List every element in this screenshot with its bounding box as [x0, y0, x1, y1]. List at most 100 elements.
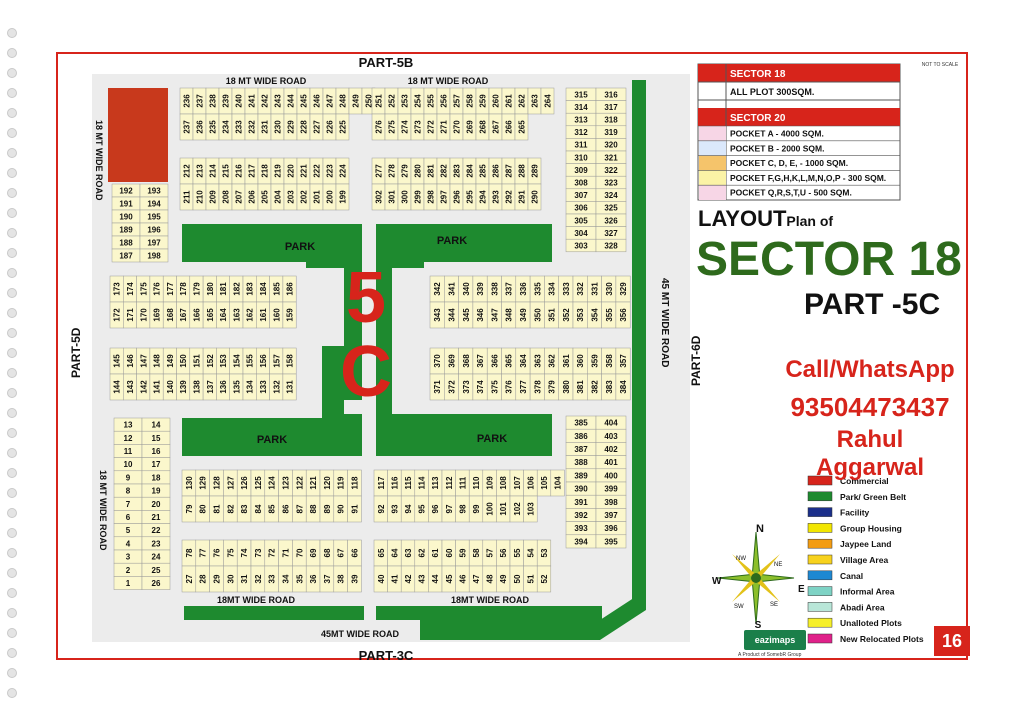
plot: 161: [256, 301, 270, 329]
plot-number: 241: [248, 94, 257, 108]
plot-number: 160: [272, 308, 281, 322]
plot-number: 104: [554, 476, 563, 490]
commercial-block: [108, 88, 168, 182]
plot: 9: [113, 470, 143, 485]
plot: 69: [305, 539, 321, 567]
plot-number: 208: [222, 190, 231, 204]
plot: 91: [347, 495, 362, 523]
plot: 295: [462, 183, 477, 211]
plot-number: 81: [213, 504, 222, 513]
plot-number: 395: [604, 537, 618, 546]
plot: 32: [250, 565, 266, 593]
plot-number: 254: [414, 94, 423, 108]
plot-number: 186: [286, 282, 295, 296]
compass-nw: NW: [736, 556, 746, 562]
plot-number: 16: [152, 447, 161, 456]
plot-number: 31: [240, 574, 249, 583]
plot-number: 168: [166, 308, 175, 322]
plot-number: 313: [574, 116, 588, 125]
plot: 237: [192, 87, 207, 115]
plot-number: 4: [126, 539, 131, 548]
plot-number: 249: [352, 94, 361, 108]
plot: 232: [244, 113, 259, 141]
plot: 297: [436, 183, 451, 211]
plot-number: 239: [222, 94, 231, 108]
plot-number: 42: [404, 574, 413, 583]
plot-number: 315: [574, 90, 588, 99]
pocket-swatch: [699, 155, 726, 171]
plot-number: 309: [574, 166, 588, 175]
plot: 182: [229, 275, 244, 303]
green-belt-corner: [420, 590, 646, 640]
plot-number: 293: [492, 190, 501, 204]
green-belt-bottom-right: [376, 606, 602, 620]
plot-number: 289: [531, 164, 540, 178]
plot: 397: [595, 508, 627, 522]
plot: 133: [256, 373, 270, 401]
plot: 216: [231, 157, 246, 185]
plot: 306: [565, 201, 597, 215]
plot-number: 259: [479, 94, 488, 108]
plot-number: 140: [166, 380, 175, 394]
plot-number: 53: [540, 548, 549, 557]
plot: 246: [309, 87, 324, 115]
plot-number: 5: [126, 526, 131, 535]
plot: 215: [218, 157, 233, 185]
plot: 113: [428, 469, 443, 497]
plot-number: 348: [505, 308, 514, 322]
plot: 230: [270, 113, 285, 141]
plot: 11: [113, 444, 143, 458]
plot: 178: [176, 275, 191, 303]
plot: 258: [462, 87, 477, 115]
plot: 227: [309, 113, 324, 141]
plot-number: 195: [147, 213, 161, 222]
plot-number: 250: [365, 94, 374, 108]
pocket-row: POCKET C, D, E, - 1000 SQM.: [730, 158, 848, 168]
plot-number: 61: [431, 548, 440, 557]
plot-number: 18: [152, 473, 161, 482]
plot-number: 65: [377, 548, 386, 557]
plot-number: 192: [119, 187, 133, 196]
plot: 224: [335, 157, 350, 185]
plot-number: 252: [388, 94, 397, 108]
plot-number: 222: [313, 164, 322, 178]
plot-number: 176: [153, 282, 162, 296]
plot: 356: [615, 301, 631, 329]
plot: 48: [482, 565, 497, 593]
binder-hole: [7, 468, 17, 478]
plot-number: 191: [119, 200, 133, 209]
plot: 383: [601, 373, 617, 401]
plot-number: 121: [309, 476, 318, 490]
plot: 76: [209, 539, 224, 567]
plot-number: 103: [526, 502, 535, 516]
contact-name: Rahul Aggarwal: [815, 426, 925, 481]
plot: 93: [387, 495, 402, 523]
plot: 143: [123, 373, 137, 401]
plot: 210: [192, 183, 207, 211]
plot-number: 213: [196, 164, 205, 178]
plot: 14: [141, 417, 171, 432]
plot-number: 355: [605, 308, 614, 322]
plot: 353: [572, 301, 588, 329]
plot: 244: [283, 87, 298, 115]
plot-number: 162: [246, 308, 255, 322]
plot-number: 367: [476, 354, 485, 368]
plot-number: 247: [326, 94, 335, 108]
plot-number: 345: [462, 308, 471, 322]
plot: 21: [141, 510, 171, 524]
plot: 271: [436, 113, 451, 141]
binder-holes: [4, 28, 18, 708]
plot-number: 368: [462, 354, 471, 368]
plot: 186: [282, 275, 297, 303]
plot-number: 325: [604, 204, 618, 213]
binder-hole: [7, 528, 17, 538]
plot: 123: [278, 469, 293, 497]
plot: 323: [595, 175, 627, 190]
plot: 373: [458, 373, 474, 401]
plot: 195: [139, 209, 169, 224]
plot-number: 69: [309, 548, 318, 557]
plot: 367: [472, 347, 488, 375]
binder-hole: [7, 68, 17, 78]
plot-number: 362: [548, 354, 557, 368]
